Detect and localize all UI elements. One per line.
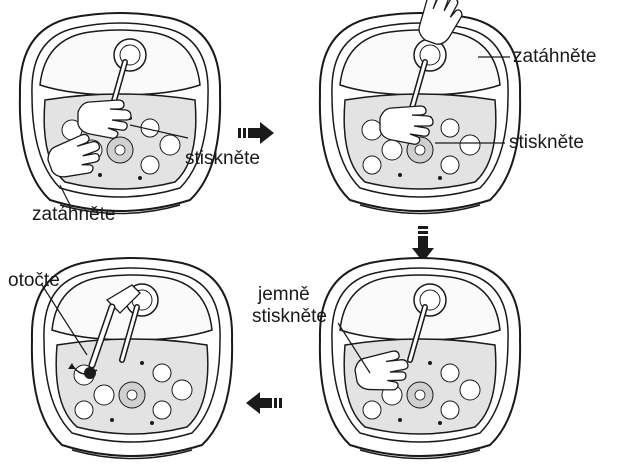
label-press-1: stiskněte bbox=[185, 148, 260, 170]
label-pull-2: zatáhněte bbox=[513, 46, 596, 68]
arrow-right-icon bbox=[238, 122, 276, 144]
step-1-panel bbox=[0, 0, 240, 225]
label-gently: jemně bbox=[258, 284, 310, 306]
label-rotate: otočte bbox=[8, 270, 60, 292]
label-press-2: stiskněte bbox=[509, 132, 584, 154]
foot-spa-illustration-1 bbox=[0, 0, 240, 225]
label-pull-1: zatáhněte bbox=[32, 204, 115, 226]
foot-spa-illustration-2 bbox=[300, 0, 540, 225]
label-press-3: stiskněte bbox=[252, 306, 327, 328]
foot-spa-illustration-3 bbox=[300, 245, 540, 470]
step-2-panel bbox=[300, 0, 540, 225]
step-3-panel bbox=[300, 245, 540, 470]
